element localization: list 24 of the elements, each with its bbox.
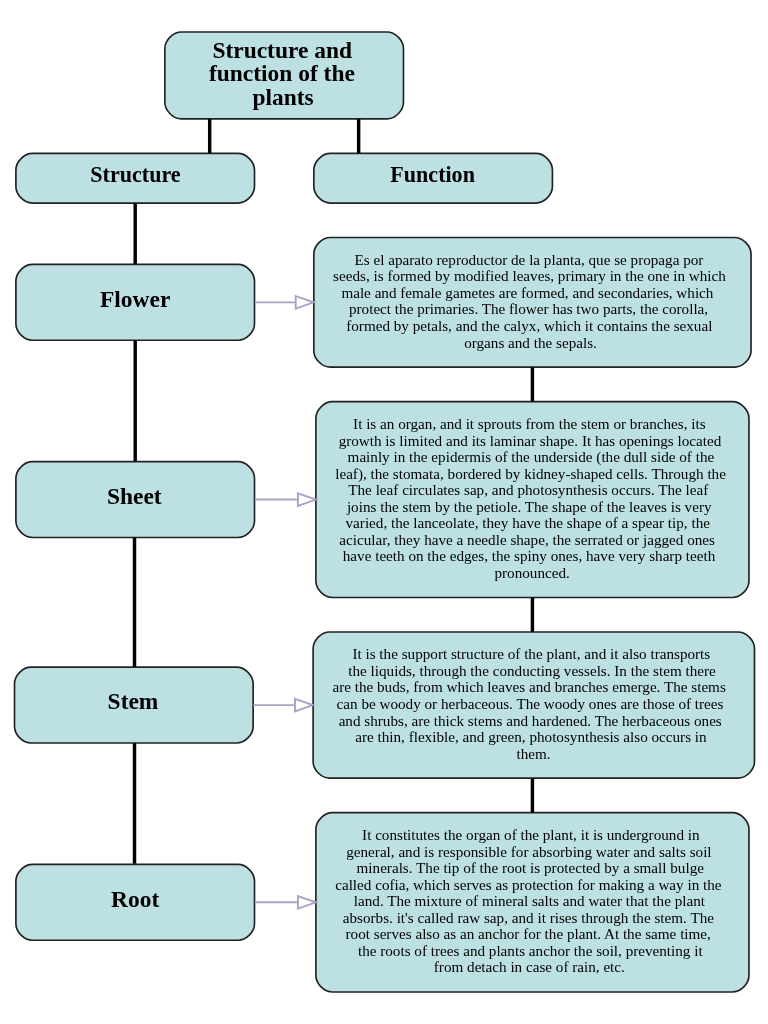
node-box: Flower — [14, 263, 255, 342]
node-box: Sheet — [14, 460, 255, 539]
node-box: Stem — [13, 666, 254, 744]
connector — [207, 119, 211, 153]
connector — [132, 340, 137, 461]
arrow — [253, 894, 319, 910]
node-box: Function — [312, 152, 553, 204]
node-box: Structure — [14, 152, 255, 204]
node-box: It is the support structure of the plant, and it also transports the liquids, through the conducting vessels. In the stem there are the buds, from which leaves and branches emerge. The stems can be woody or herbaceous. The woody ones are those of trees and shrubs, are thick stems and hardened. The herbaceous ones are thin, flexible, and green, photosynthesis also occurs in them. — [311, 631, 755, 780]
connector — [530, 597, 534, 632]
arrow — [253, 294, 317, 310]
node-box: Es el aparato reproductor de la planta, que se propaga por seeds, is formed by modified leaves, primary in the one in which male and female gametes are formed, and secondaries, which protect the primaries. The flower has two parts, the corolla, formed by petals, and the calyx, which it contains the sexual organs and the sepals. — [312, 236, 752, 368]
connector — [356, 119, 360, 153]
node-box: It is an organ, and it sprouts from the stem or branches, its growth is limited and its laminar shape. It has openings located mainly in the epidermis of the underside (the dull side of the leaf), the stomata, bordered by kidney-shaped cells. Through the The leaf circulates sap, and photosynthesis occurs. The leaf joins the stem by the petiole. The shape of the leaves is very varied, the lanceolate, they have the shape of a spear tip, the acicular, they have a needle shape, the serrated or jagged ones have teeth on the edges, the spiny ones, have very sharp teeth pronounced. — [314, 400, 750, 599]
connector — [530, 778, 534, 813]
node-box: Root — [14, 863, 255, 942]
node-box: Structure and function of the plants — [163, 31, 404, 120]
connector — [132, 203, 137, 265]
connector — [530, 367, 534, 402]
arrow — [253, 491, 319, 508]
node-box: It constitutes the organ of the plant, it is underground in general, and is responsible for absorbing water and salts soil minerals. The tip of the root is protected by a small bulge called cofia, which serves as protection for making a way in the land. The mixture of mineral salts and water that the plant absorbs. it's called raw sap, and it rises through the stem. The root serves also as an anchor for the plant. At the same time, the roots of trees and plants anchor the soil, preventing it from detach in case of rain, etc. — [314, 811, 750, 993]
arrow — [251, 697, 316, 713]
connector — [132, 743, 136, 864]
connector — [132, 537, 136, 668]
